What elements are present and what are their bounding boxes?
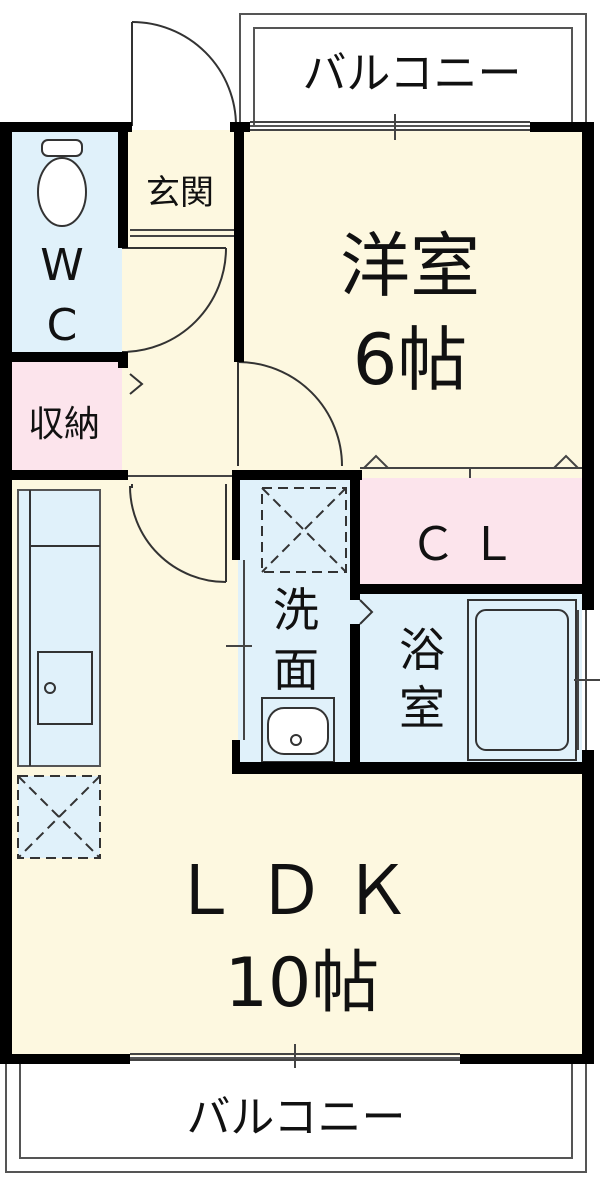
window-lines [130, 114, 600, 1068]
balcony-bottom-label: バルコニー [186, 1092, 405, 1143]
wc-label-line1: W [40, 240, 84, 291]
closet-floor [360, 478, 582, 590]
washroom-label-line2: 面 [273, 643, 319, 697]
closet-label: ＣＬ [410, 517, 530, 571]
bathroom-label-line2: 室 [399, 681, 445, 735]
western-room-name: 洋室 [340, 225, 480, 307]
fridge-space-icon [17, 775, 101, 859]
walls [0, 122, 594, 1064]
door-entrance [131, 21, 237, 127]
kitchen-sink-icon [29, 490, 100, 766]
western-room-size: 6帖 [353, 319, 468, 401]
toilet-icon [37, 139, 87, 227]
washing-machine-space-icon [261, 487, 347, 573]
entrance-floor [122, 130, 240, 230]
ldk-name: ＬＤＫ [171, 852, 429, 931]
bathroom-floor [360, 592, 582, 768]
ldk-size: 10帖 [225, 944, 380, 1023]
hall-floor [122, 230, 240, 476]
door-western-room [237, 361, 343, 467]
door-ldk [129, 484, 227, 583]
bathroom-label-line1: 浴 [399, 623, 445, 677]
western-room-floor [238, 130, 582, 476]
door-bathroom [359, 599, 374, 625]
door-storage [129, 373, 144, 395]
door-wc [121, 247, 227, 353]
storage-floor [10, 358, 122, 476]
wash-basin-icon [261, 697, 335, 763]
wc-label-line2: C [47, 300, 78, 351]
balcony-top-label: バルコニー [302, 48, 521, 99]
washroom-label-line1: 洗 [273, 583, 319, 637]
balcony-top [239, 13, 587, 127]
storage-label: 収納 [28, 404, 100, 445]
entrance-label: 玄関 [146, 173, 214, 213]
